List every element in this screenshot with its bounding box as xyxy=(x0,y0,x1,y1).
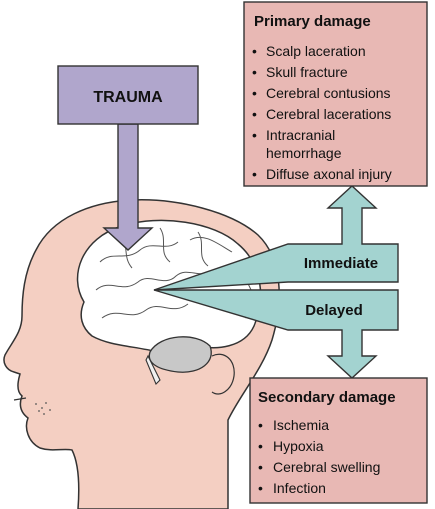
immediate-label: Immediate xyxy=(304,255,378,272)
delayed-label: Delayed xyxy=(305,302,363,319)
primary-item-hemorrhage: hemorrhage xyxy=(266,145,342,161)
primary-damage-box xyxy=(243,1,428,187)
primary-item-cerebral-lacerations: Cerebral lacerations xyxy=(266,106,391,122)
bullet: • xyxy=(252,64,257,80)
trauma-label: TRAUMA xyxy=(93,89,163,106)
bullet: • xyxy=(252,85,257,101)
bullet: • xyxy=(252,166,257,182)
bullet: • xyxy=(252,43,257,59)
ear-outline xyxy=(211,353,235,395)
bullet: • xyxy=(252,127,257,143)
stubble-dots xyxy=(35,402,51,415)
bullet: • xyxy=(258,417,263,433)
mouth-line xyxy=(13,397,27,401)
primary-damage-list: • Scalp laceration • Skull fracture • Ce… xyxy=(252,43,392,182)
brain-cerebellum xyxy=(148,336,212,373)
immediate-arrow xyxy=(153,185,399,291)
secondary-item-cerebral-swelling: Cerebral swelling xyxy=(273,459,380,475)
trauma-arrow xyxy=(102,123,154,251)
primary-damage-title: Primary damage xyxy=(254,13,371,30)
secondary-item-hypoxia: Hypoxia xyxy=(273,438,324,454)
bullet: • xyxy=(258,459,263,475)
brain-stem xyxy=(145,354,161,385)
bullet: • xyxy=(252,106,257,122)
delayed-arrow xyxy=(153,289,399,379)
primary-item-skull-fracture: Skull fracture xyxy=(266,64,348,80)
primary-item-intracranial: Intracranial xyxy=(266,127,335,143)
secondary-damage-title: Secondary damage xyxy=(258,389,396,406)
primary-item-scalp-laceration: Scalp laceration xyxy=(266,43,366,59)
secondary-damage-list: • Ischemia • Hypoxia • Cerebral swelling… xyxy=(258,417,380,496)
primary-item-diffuse-axonal-injury: Diffuse axonal injury xyxy=(266,166,392,182)
secondary-item-ischemia: Ischemia xyxy=(273,417,329,433)
secondary-item-infection: Infection xyxy=(273,480,326,496)
primary-item-cerebral-contusions: Cerebral contusions xyxy=(266,85,391,101)
bullet: • xyxy=(258,438,263,454)
secondary-damage-box xyxy=(249,377,428,504)
bullet: • xyxy=(258,480,263,496)
trauma-box xyxy=(57,65,199,125)
